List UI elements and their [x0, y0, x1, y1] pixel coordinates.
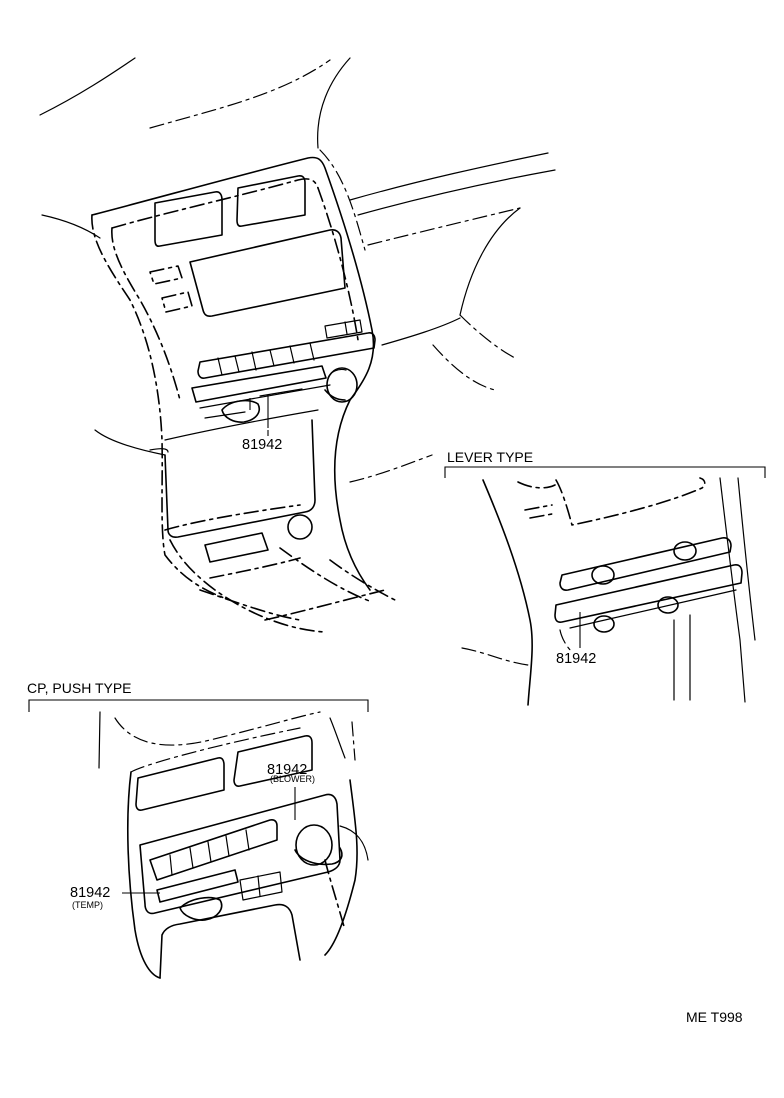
lever-type-view	[444, 466, 766, 706]
lever-part-label: 81942	[556, 651, 596, 667]
lever-type-bracket	[444, 466, 766, 478]
lever-type-title: LEVER TYPE	[447, 449, 533, 465]
push-type-bracket	[28, 699, 369, 712]
push-type-view	[28, 699, 369, 979]
temp-part-label: 81942	[70, 885, 110, 901]
diagram-code: ME T998	[686, 1009, 743, 1025]
blower-sub-label: (BLOWER)	[270, 774, 315, 784]
main-part-label: 81942	[242, 437, 282, 453]
detail-connector	[349, 454, 433, 483]
temp-sub-label: (TEMP)	[72, 900, 103, 910]
blower-part-label: 81942	[267, 762, 307, 778]
push-type-title: CP, PUSH TYPE	[27, 680, 132, 696]
main-dashboard-view	[39, 57, 556, 633]
